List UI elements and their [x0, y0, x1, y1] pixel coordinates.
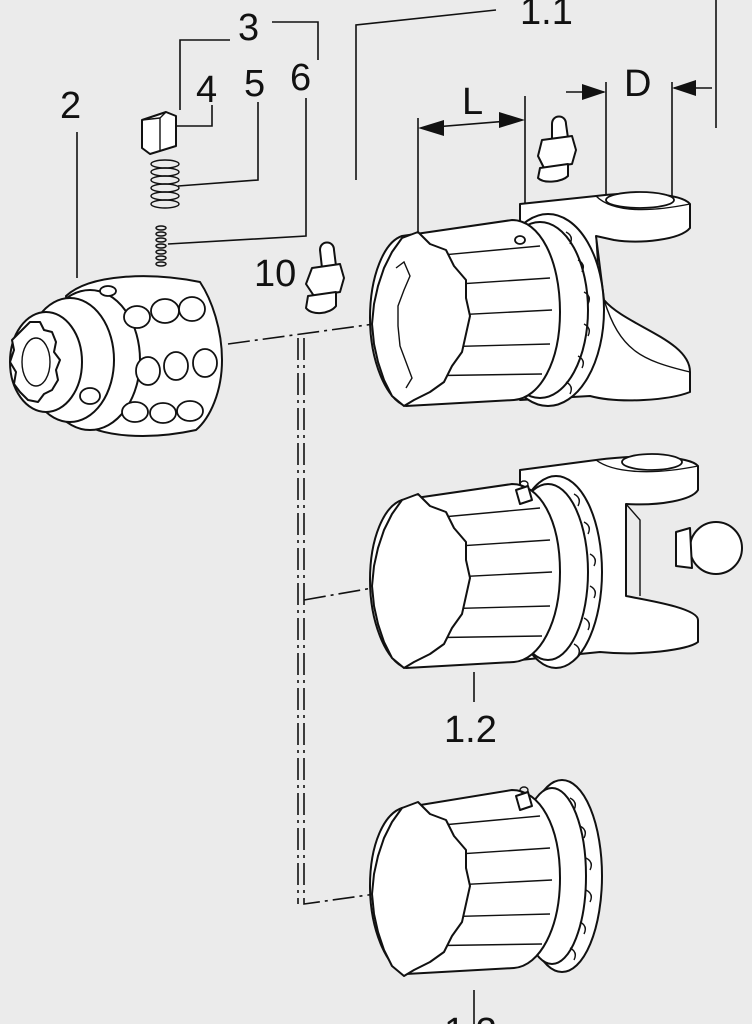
spring-part-5 — [150, 159, 180, 209]
yoke-variant-1-2 — [369, 453, 743, 669]
label-dim-D: D — [624, 63, 651, 105]
label-part-10: 10 — [254, 253, 296, 295]
label-dim-L: L — [462, 81, 483, 123]
spring-part-6 — [155, 225, 167, 267]
label-variant-1-2: 1.2 — [444, 709, 497, 751]
grease-nipple-top — [537, 115, 577, 183]
label-variant-1-1: 1.1 — [520, 0, 573, 33]
collar-part-2 — [9, 275, 223, 437]
callout-labels: 2 3 4 5 6 10 1.1 1.2 1.3 L D — [60, 0, 651, 1024]
label-variant-1-3: 1.3 — [444, 1011, 497, 1024]
yoke-variant-1-1 — [369, 191, 691, 407]
dimension-lines — [417, 80, 712, 232]
label-part-2: 2 — [60, 85, 81, 127]
label-part-3: 3 — [238, 7, 259, 49]
grease-nipple-part-10 — [305, 241, 345, 314]
label-part-5: 5 — [244, 63, 265, 105]
pin-part-4 — [141, 111, 177, 155]
hub-variant-1-3 — [369, 779, 603, 977]
label-part-6: 6 — [290, 57, 311, 99]
leader-lines — [76, 0, 717, 1024]
label-part-4: 4 — [196, 69, 217, 111]
